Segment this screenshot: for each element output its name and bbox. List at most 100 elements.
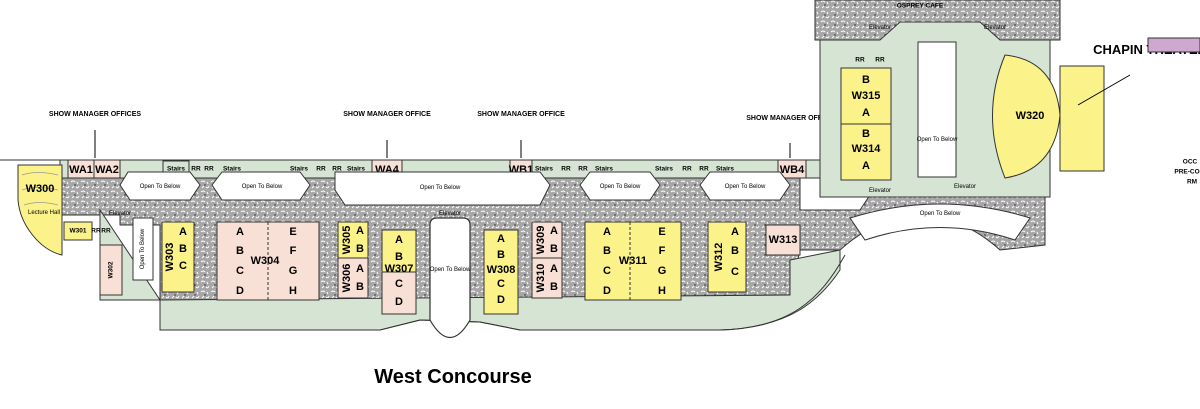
w311-g: G (658, 265, 667, 277)
open-to-below-6 (132, 217, 154, 281)
w309-a: A (550, 225, 558, 237)
pre-con-label: PRE-CO (1174, 169, 1199, 176)
open-to-below-center (429, 217, 471, 338)
w308-c: C (497, 278, 505, 290)
w305-label: W305 (341, 226, 353, 255)
w307-label: W307 (385, 263, 414, 275)
wa1-label: WA1 (69, 164, 93, 176)
w305-b: B (356, 243, 364, 255)
rr-12: RR (875, 57, 885, 64)
w303-b: B (179, 243, 187, 255)
room-w303 (161, 221, 195, 293)
room-w309 (531, 221, 563, 259)
open-to-below-5: Open To Below (725, 184, 766, 190)
w304-d: D (236, 285, 244, 297)
open-to-below-center-label: Open To Below (430, 267, 471, 273)
stairs-8-label: Stairs (716, 166, 734, 173)
w312-b: B (731, 245, 739, 257)
w320-stage (1059, 65, 1105, 172)
rr-9: RR (91, 228, 101, 235)
w304-label: W304 (251, 255, 281, 267)
w312-a: A (731, 226, 739, 238)
w313-label: W313 (769, 234, 798, 246)
open-to-below-3: Open To Below (420, 185, 461, 191)
w311-f: F (659, 245, 666, 257)
w308-a: A (497, 233, 505, 245)
room-w311 (584, 221, 682, 301)
elevator-6: Elevator (954, 184, 976, 190)
room-w306 (337, 257, 369, 299)
w315-label: W315 (852, 90, 881, 102)
rr-1: RR (191, 166, 201, 173)
w304-b: B (236, 245, 244, 257)
open-to-below-1: Open To Below (140, 184, 181, 190)
w315-a: A (862, 107, 870, 119)
w314-a: A (862, 160, 870, 172)
w311-c: C (603, 265, 611, 277)
rr-5: RR (561, 166, 571, 173)
w304-e: E (289, 226, 296, 238)
w314-b: B (862, 128, 870, 140)
stairs-4-label: Stairs (347, 166, 365, 173)
wb4-label: WB4 (780, 164, 805, 176)
w311-label: W311 (619, 255, 647, 267)
w311-b: B (603, 245, 611, 257)
rr-8: RR (699, 166, 709, 173)
rr-11: RR (855, 57, 865, 64)
stairs-7-label: Stairs (655, 166, 673, 173)
room-w313 (765, 224, 801, 256)
w309-label: W309 (535, 226, 547, 255)
w308-label: W308 (487, 264, 516, 276)
elevator-2: Elevator (439, 211, 461, 217)
w310-a: A (550, 263, 558, 275)
w303-a: A (179, 226, 187, 238)
concourse-lower-edge (100, 254, 846, 331)
w305-a: A (356, 225, 364, 237)
w304-h: H (289, 285, 297, 297)
w304-g: G (289, 265, 298, 277)
show-manager-office-wa4-note: SHOW MANAGER OFFICE (343, 111, 431, 118)
w311-d: D (603, 285, 611, 297)
rr-3: RR (316, 166, 326, 173)
w307-d: D (395, 296, 403, 308)
w311-e: E (658, 226, 665, 238)
room-w305 (337, 221, 369, 259)
w309-b: B (550, 243, 558, 255)
stairs-6-label: Stairs (595, 166, 613, 173)
room-w308 (483, 229, 519, 315)
w307-b: B (395, 251, 403, 263)
w310-label: W310 (535, 264, 547, 293)
room-w320-chapin-theater (992, 54, 1061, 179)
rr-7: RR (682, 166, 692, 173)
show-manager-office-wb4-note: SHOW MANAGER OFFICE (746, 115, 834, 122)
w308-b: B (497, 249, 505, 261)
show-manager-office-wb1-note: SHOW MANAGER OFFICE (477, 111, 565, 118)
w312-c: C (731, 266, 739, 278)
w307-a: A (395, 234, 403, 246)
w306-label: W306 (341, 264, 353, 293)
w300-label: W300 (26, 183, 55, 195)
w307-c: C (395, 278, 403, 290)
stairs-1-label: Stairs (167, 166, 185, 173)
w304-a: A (236, 226, 244, 238)
open-to-below-4: Open To Below (600, 184, 641, 190)
lecture-hall-label: Lecture Hall (28, 210, 60, 216)
room-wb4 (777, 159, 807, 179)
open-to-below-2: Open To Below (242, 184, 283, 190)
rr-2: RR (204, 166, 214, 173)
w312-label: W312 (713, 243, 725, 272)
w302-label: W302 (108, 261, 115, 278)
w304-f: F (290, 245, 297, 257)
elevator-1: Elevator (109, 211, 131, 217)
room-w301 (63, 221, 93, 241)
open-to-below-voids (119, 171, 791, 206)
room-w312 (707, 221, 747, 293)
w308-d: D (497, 294, 505, 306)
w315-b: B (862, 74, 870, 86)
osprey-cafe-label: OSPREY CAFE (897, 3, 944, 10)
w320-label: W320 (1016, 110, 1045, 122)
accent-block (1147, 37, 1200, 53)
rr-4: RR (332, 166, 342, 173)
w311-a: A (603, 226, 611, 238)
